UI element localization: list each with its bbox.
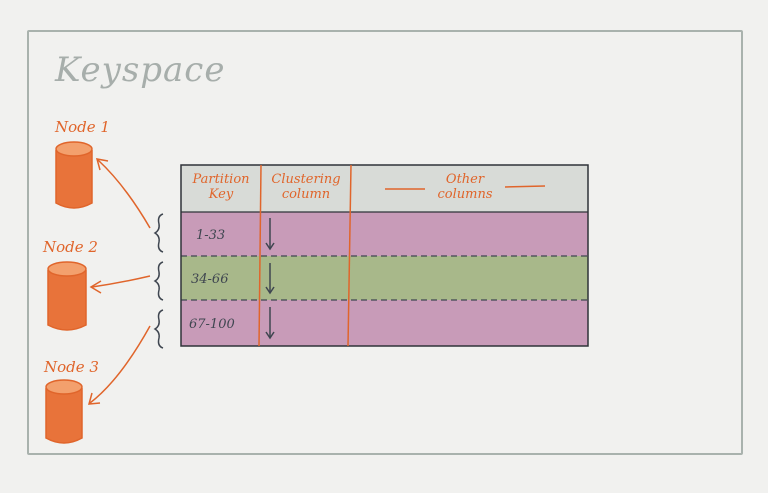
row-2-range: 34-66 [191,272,229,287]
header-partition-key: Partition Key [183,172,259,202]
other-columns-dash-right [504,185,546,188]
node-1-cylinder [55,141,93,209]
header-other-columns-line1: Other [445,172,485,187]
header-partition-key-line1: Partition [192,172,250,187]
header-clustering-column: Clustering column [262,172,350,202]
column-divider-2 [347,164,352,347]
node-2-label: Node 2 [43,238,98,256]
node-3-cylinder [45,379,83,444]
header-partition-key-line2: Key [208,187,234,202]
node-arrows [87,158,151,405]
node-1-label: Node 1 [55,118,110,136]
table-row-1 [181,212,588,256]
row-3-range: 67-100 [189,317,235,332]
row-1-range: 1-33 [196,228,226,243]
header-other-columns-line2: columns [437,187,493,202]
keyspace-title: Keyspace [55,50,226,90]
column-divider-1 [258,164,262,347]
header-clustering-column-line2: column [281,187,331,202]
node-2-cylinder [47,261,87,331]
node-3-label: Node 3 [44,358,99,376]
table-row-2 [181,256,588,300]
table-header-bg [181,165,588,212]
header-other-columns: Other columns [425,172,505,202]
keyspace-frame [27,30,743,455]
clustering-arrows [265,218,275,340]
header-clustering-column-line1: Clustering [271,172,341,187]
row-braces [153,213,164,349]
table-border [180,164,589,347]
table-row-3 [181,300,588,346]
